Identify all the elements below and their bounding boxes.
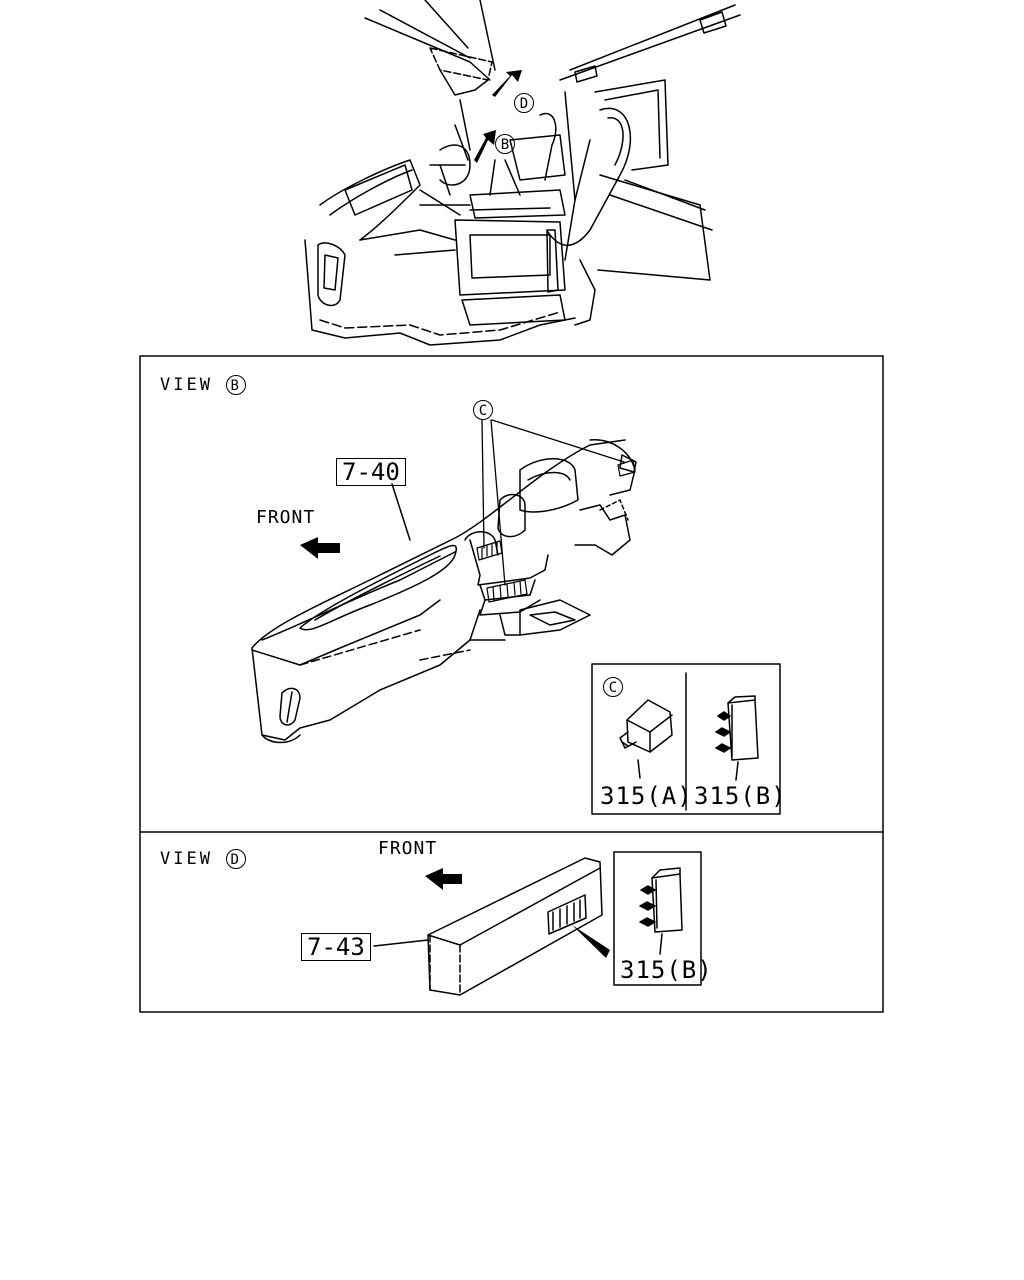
marker-d-overview: D — [514, 93, 534, 113]
view-d-marker: D — [226, 849, 247, 869]
leader-7-40 — [391, 483, 411, 541]
part-315a-label: 315(A) — [600, 782, 693, 810]
view-d-title: VIEW D — [160, 849, 247, 869]
ref-label-7-40: 7-40 — [336, 458, 406, 486]
relay-cluster-lower — [486, 579, 528, 603]
ref-label-7-43: 7-43 — [301, 933, 371, 961]
cab-interior-drawing — [304, 0, 741, 346]
connector-315b-drawing-b — [715, 695, 759, 781]
view-b-marker: B — [226, 375, 247, 395]
relay-315a-drawing — [619, 699, 673, 779]
relay-cluster-upper — [476, 540, 503, 561]
part-315b-label-b: 315(B) — [694, 782, 787, 810]
arrow-d — [492, 70, 522, 97]
front-label-b: FRONT — [256, 507, 316, 528]
view-b-title-text: VIEW — [160, 375, 213, 395]
leader-7-43 — [373, 939, 429, 947]
callout-c-leaders — [481, 419, 625, 586]
front-arrow-d — [425, 868, 462, 890]
view-b-title: VIEW B — [160, 375, 247, 395]
instrument-panel-drawing — [251, 439, 637, 744]
arrow-b — [474, 130, 496, 163]
relay-box-drawing — [427, 857, 603, 996]
part-315b-label-d: 315(B) — [620, 956, 713, 984]
callout-c-marker: C — [473, 400, 493, 420]
view-d-title-text: VIEW — [160, 849, 213, 869]
front-label-d: FRONT — [378, 838, 438, 859]
connector-315b-drawing-d — [639, 867, 683, 955]
front-arrow-b — [300, 537, 340, 559]
marker-b-overview: B — [495, 134, 515, 154]
relay-cluster-right — [617, 459, 636, 477]
pointer-wedge — [572, 925, 610, 958]
detail-c-marker: C — [603, 677, 623, 697]
